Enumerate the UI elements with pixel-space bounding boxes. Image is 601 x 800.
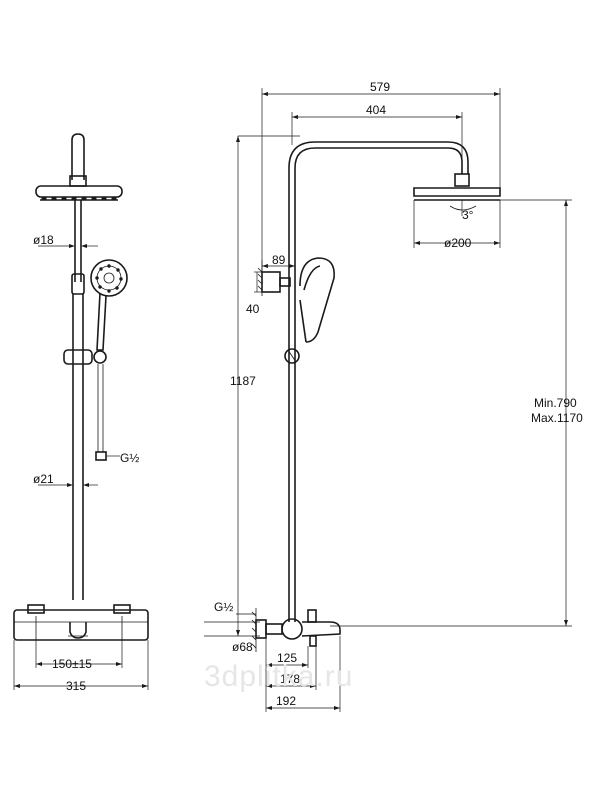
side-arm-outer — [288, 141, 469, 174]
side-arm-inner — [294, 147, 463, 174]
side-slider — [284, 348, 300, 364]
label-wall-mount-depth: 89 — [272, 253, 286, 267]
label-front-pipe-top: ø18 — [33, 233, 54, 247]
front-hose-nut — [95, 451, 107, 461]
front-top-pipe — [71, 133, 85, 180]
label-width-total: 579 — [370, 80, 390, 94]
label-wall-mount-height: 40 — [246, 302, 260, 316]
label-depth-192: 192 — [276, 694, 296, 708]
side-mixer-connector — [265, 623, 283, 635]
label-height-total: 1187 — [230, 374, 256, 388]
label-mixer-width: 315 — [66, 679, 86, 693]
front-joint — [71, 273, 85, 295]
side-mixer-plate — [255, 619, 267, 639]
side-wall-hatch-top — [257, 267, 263, 296]
side-mixer-body — [281, 618, 303, 640]
front-view: ø18 ø21 G½ 150±15 315 — [13, 133, 149, 693]
label-head-angle: 3° — [462, 208, 474, 222]
watermark: 3dplitka.ru — [204, 660, 353, 693]
label-centers: 150±15 — [52, 657, 92, 671]
front-shower-head — [35, 185, 123, 198]
front-valve-left — [27, 604, 45, 614]
side-head-connector — [454, 173, 470, 187]
side-diverter — [307, 609, 317, 623]
label-front-hose-thread: G½ — [120, 451, 139, 465]
front-slider-knob — [93, 350, 107, 364]
label-height-range-max: Max.1170 — [531, 411, 583, 425]
front-spout — [69, 622, 87, 639]
side-view: 3° ø200 89 40 — [204, 80, 583, 712]
label-arm-reach: 404 — [366, 103, 386, 117]
front-hand-shower-handle — [96, 292, 107, 351]
side-shower-head — [413, 187, 501, 197]
side-hand-shower — [299, 257, 335, 343]
label-depth-125: 125 — [277, 651, 297, 665]
side-wall-bracket — [261, 271, 281, 293]
front-valve-right — [113, 604, 131, 614]
side-wall-hatch-bottom — [251, 608, 257, 652]
label-height-range-min: Min.790 — [534, 396, 577, 410]
side-spout — [301, 621, 341, 637]
front-mixer-body — [13, 609, 149, 641]
front-nozzles — [41, 197, 117, 201]
front-slider — [63, 349, 93, 365]
label-head-diameter: ø200 — [444, 236, 472, 250]
side-angle-arc — [449, 205, 477, 211]
label-front-pipe-bottom: ø21 — [33, 472, 54, 486]
label-thread-right: G½ — [214, 600, 233, 614]
front-hand-shower-head — [90, 259, 128, 297]
label-depth-178: 178 — [280, 672, 300, 686]
label-outlet-diameter: ø68 — [232, 640, 253, 654]
